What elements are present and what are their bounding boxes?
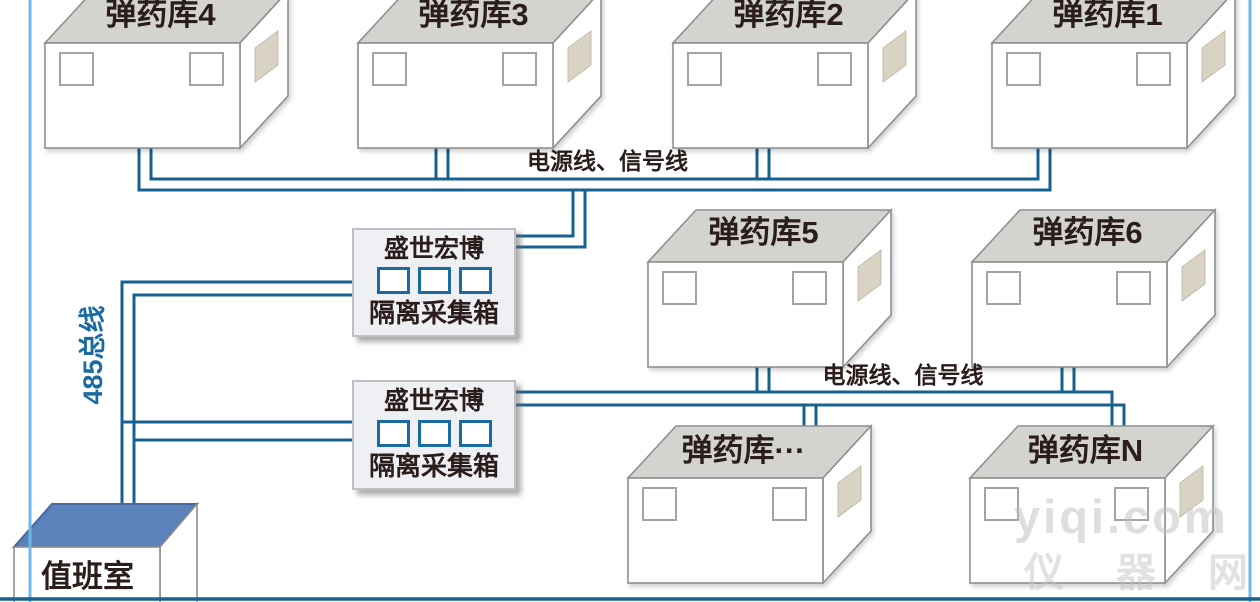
duty-room-front-wall	[13, 546, 161, 602]
collection-box-2-name: 隔离采集箱	[368, 450, 499, 481]
collection-box-1-name: 隔离采集箱	[368, 297, 499, 328]
warehouse-1-label: 弹药库1	[1052, 0, 1163, 32]
warehouse-2-label: 弹药库2	[733, 0, 844, 32]
top-bus-wire-outer	[137, 148, 1052, 192]
watermark-text: yiqi.com	[1014, 490, 1229, 543]
warehouse-5-label: 弹药库5	[708, 215, 819, 250]
duty-room-label: 值班室	[41, 559, 134, 594]
module-indicator	[376, 419, 410, 447]
collection-box-2-modules	[376, 419, 492, 447]
collection-box-2: 盛世宏博 隔离采集箱	[352, 380, 516, 490]
watermark-text-cn: 仪器网	[1024, 551, 1248, 595]
warehouse-3-drop-wires	[434, 148, 450, 179]
second-bus-wire-outer	[516, 403, 1126, 426]
warehouse-n-label: 弹药库N	[1027, 433, 1144, 468]
collection-box-1: 盛世宏博 隔离采集箱	[352, 228, 516, 337]
warehouse-dots-label: 弹药库···	[681, 433, 806, 468]
collection-box-2-to-485-bus-wires	[122, 420, 352, 442]
warehouse-dots-drop-wires	[802, 406, 818, 426]
module-indicator	[458, 267, 492, 295]
second-bus-wire-inner	[516, 390, 1114, 426]
duty-room-building	[11, 501, 200, 602]
warehouse-6-label: 弹药库6	[1032, 215, 1143, 250]
collection-box-1-brand: 盛世宏博	[383, 235, 484, 263]
warehouse-2-drop-wires	[755, 148, 771, 179]
warehouse-4-label: 弹药库4	[105, 0, 216, 32]
collection-box-1-modules	[376, 267, 492, 295]
top-bus-wire-inner	[149, 148, 1040, 181]
top-bus-to-collection-box-1-wires	[516, 190, 587, 249]
warehouse-5-drop-wires	[755, 367, 771, 391]
warehouse-3-label: 弹药库3	[418, 0, 529, 32]
module-indicator	[417, 267, 451, 295]
power-signal-label-middle: 电源线、信号线	[822, 362, 984, 388]
module-indicator	[458, 419, 492, 447]
bus-485-label: 485总线	[78, 305, 108, 405]
collection-box-2-brand: 盛世宏博	[383, 387, 484, 415]
duty-room-side-wall	[159, 501, 198, 602]
collection-box-1-to-485-bus-outer	[120, 280, 352, 504]
warehouse-6-drop-wires	[1060, 367, 1076, 391]
module-indicator	[376, 267, 410, 295]
power-signal-label-top: 电源线、信号线	[527, 148, 688, 174]
module-indicator	[417, 419, 451, 447]
collection-box-1-to-485-bus-inner	[132, 293, 352, 504]
